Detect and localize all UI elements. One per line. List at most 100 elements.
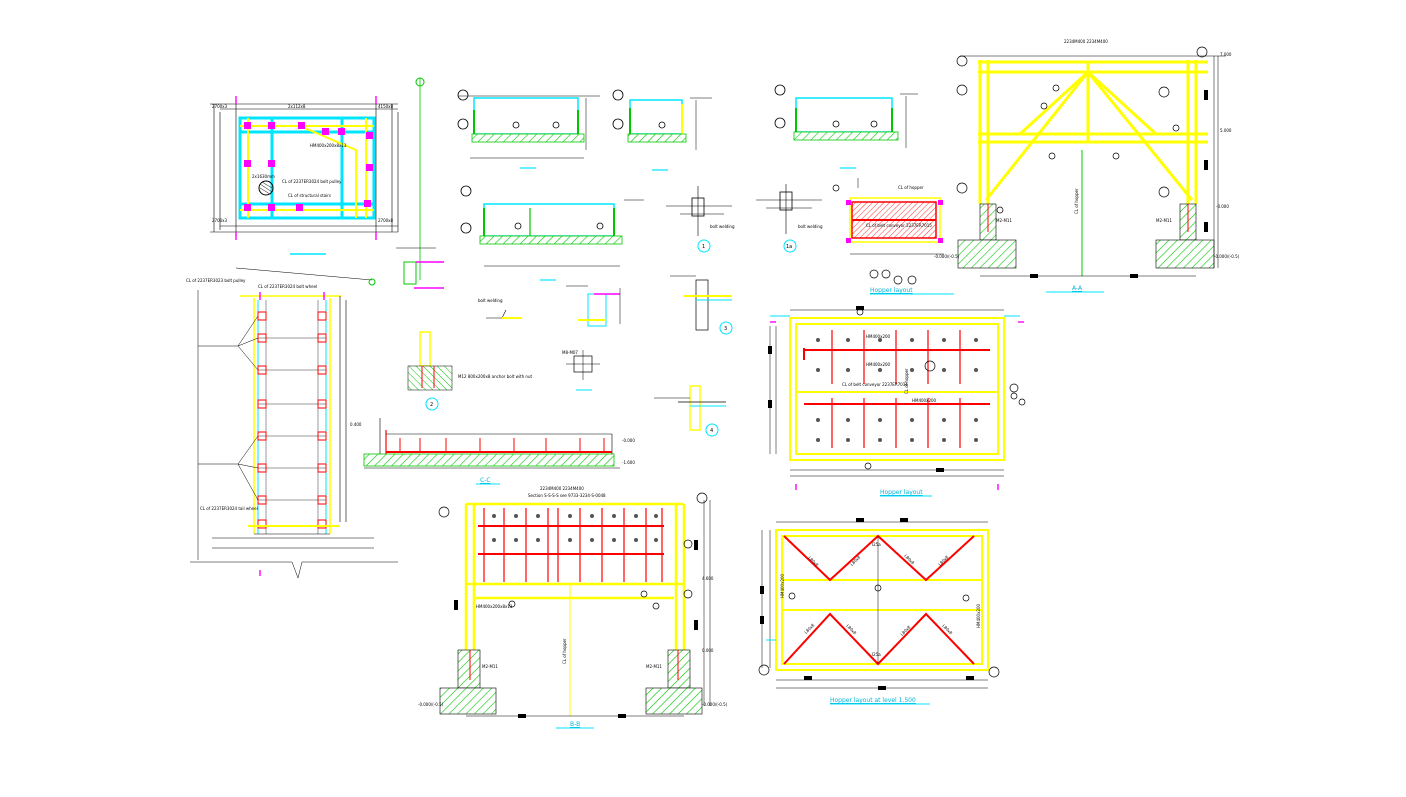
- detail-3-label: 3: [724, 326, 727, 332]
- section-aa-bolt-right: M2-M11: [1156, 218, 1172, 223]
- section-aa-rl-low: -0.000: [1216, 204, 1229, 209]
- section-aa-rl-mid: 5.000: [1220, 128, 1232, 133]
- elevation-view: CL of 2237ER3023 bolt pulley CL of 2237E…: [186, 278, 398, 579]
- hopper-level-layout: L80x8 L80x8 L80x8 L80x8 L80x8 L80x8 L80x…: [758, 518, 1000, 705]
- detail-4: 4: [654, 385, 726, 437]
- hopper-layout-center-note: CL of hopper: [904, 368, 909, 394]
- top-section-4: [460, 185, 644, 281]
- top-section-2: [612, 89, 712, 171]
- hopper-level-beam-bot: I25a: [872, 652, 881, 657]
- plan-dim-bot-left: 2700x3: [212, 218, 228, 223]
- hopper-layout-beam2: HM400x200: [866, 362, 891, 367]
- detail-3: 3: [670, 275, 733, 335]
- hopper-level-beam-top: I25a: [872, 542, 881, 547]
- section-bb-title: B-B: [570, 721, 580, 728]
- detail-pad-label: M8-M07: [562, 350, 578, 355]
- section-bb-rl-top: 4.600: [702, 576, 714, 581]
- hopper-level-brace6: L80x8: [845, 623, 858, 636]
- plan-view: 2700x3 2x112x8 4150x8 2700x3 2700x8 CL o…: [210, 77, 425, 286]
- plan-beam-label: HM400x200x8x13: [310, 143, 347, 148]
- section-bb-bolt-left: M2-M11: [482, 664, 498, 669]
- detail-pad: M8-M07: [562, 350, 600, 391]
- section-aa: 2234M400 2234M400 7.000 5.000 -0.000 CL …: [934, 39, 1240, 293]
- section-cc-rl-left: 0.400: [350, 422, 362, 427]
- section-bb-bolt-right: M2-M11: [646, 664, 662, 669]
- plan-columns: [244, 122, 373, 211]
- plan-side-note: CL of structural stairs: [288, 193, 331, 198]
- detail-1a-weld-note: bolt welding: [798, 224, 823, 229]
- section-bb: 2234M400 2234M400 Section S-S-S-S see 97…: [418, 486, 728, 729]
- detail-3-bubble: [719, 321, 733, 335]
- hopper-layout-belt-note: CL of belt conveyor 2237ER7014: [842, 382, 908, 387]
- elevation-note-top: CL of 2237ER3023 bolt pulley: [186, 278, 246, 283]
- detail-small-a: [396, 247, 444, 289]
- hopper-layout: HM400x200 HM400x200 CL of belt conveyor …: [768, 306, 1026, 497]
- section-bb-beam-note: HM400x200x8x13: [476, 604, 513, 609]
- plan-center-note: CL of 2237ER3024 bolt pulley: [282, 179, 342, 184]
- detail-2-bubble: [425, 397, 439, 411]
- hopper-layout-beam1: HM400x200: [866, 334, 891, 339]
- detail-2-label: 2: [430, 402, 433, 408]
- detail-2: 2 M12 800x200x8 anchor bolt with nut: [407, 331, 532, 411]
- section-cc-title: C-C: [480, 477, 491, 484]
- detail-1a: 1a bolt welding: [756, 184, 823, 253]
- plan-ticks: [235, 96, 377, 255]
- section-aa-pad-left: -0.000/(-0.5): [934, 254, 960, 259]
- detail-1-bubble: [697, 239, 711, 253]
- detail-1a-bubble: [783, 239, 797, 253]
- plan-dim-top-left: 2700x3: [212, 104, 228, 109]
- detail-1-label: 1: [702, 244, 705, 250]
- section-aa-top-dim: 2234M400 2234M400: [1064, 39, 1108, 44]
- hopper-small-note-mid: CL of belt conveyor 2237ER7015: [866, 223, 932, 228]
- plan-pulley-hatch: [259, 181, 273, 195]
- hopper-level-brace2: L80x8: [849, 554, 862, 567]
- hopper-small-note-top: CL of hopper: [898, 185, 924, 190]
- section-bb-top-label: 2234M400 2234M400: [540, 486, 584, 491]
- hopper-level-brace8: L80x8: [941, 623, 954, 636]
- plan-frame-cyan: [238, 116, 376, 220]
- plan-dimension-lines: [210, 98, 399, 238]
- hopper-level-beam-mid2: HM400x200: [976, 603, 981, 628]
- detail-1: 1 bolt welding: [666, 186, 735, 253]
- hopper-small: CL of hopper CL of belt conveyor 2237ER7…: [832, 178, 954, 295]
- detail-weld-note: bolt welding: [478, 298, 503, 303]
- plan-centerline-h: [235, 267, 373, 281]
- hopper-layout-title: Hopper layout: [880, 489, 923, 496]
- detail-small-b: [566, 285, 621, 327]
- section-aa-title: A-A: [1072, 285, 1083, 292]
- hopper-layout-beam3: HM400x200: [912, 398, 937, 403]
- detail-base-note: M12 800x200x8 anchor bolt with nut: [458, 374, 532, 379]
- elevation-note-bottom: CL of 2237ER3024 tail wheel: [200, 506, 258, 511]
- hopper-level-title: Hopper layout at level 1.500: [830, 697, 916, 704]
- section-aa-center-note: CL of hopper: [1074, 188, 1079, 214]
- section-bb-top-label2: Section S-S-S-S see 9733-3234-S-0048: [528, 493, 606, 498]
- section-bb-center-note: CL of hopper: [562, 638, 567, 664]
- section-bb-pad-left: -0.000/(-0.5): [418, 702, 444, 707]
- section-cc-rl-low: -1.600: [622, 460, 635, 465]
- plan-grid-bubble-2: [368, 278, 376, 286]
- plan-dim-top-mid: 2x112x8: [288, 104, 306, 109]
- plan-hole-label: 2x1630mm: [252, 174, 275, 179]
- detail-4-label: 4: [710, 428, 713, 434]
- detail-4-bubble: [705, 423, 719, 437]
- section-bb-pad-right: -0.000/(-0.5): [702, 702, 728, 707]
- detail-weld-a: bolt welding: [478, 298, 522, 319]
- elevation-note-top2: CL of 2237ER3024 bolt wheel: [258, 284, 317, 289]
- section-aa-bolt-left: M2-M11: [996, 218, 1012, 223]
- plan-dim-bot-right: 2700x8: [378, 218, 394, 223]
- hopper-level-beam-mid: HM400x200: [780, 573, 785, 598]
- section-aa-rl-top: 7.000: [1220, 52, 1232, 57]
- plan-pulley-hole: [258, 180, 274, 196]
- top-section-1: [457, 89, 600, 169]
- top-section-3: [774, 84, 918, 169]
- detail-1a-label: 1a: [786, 244, 792, 250]
- section-aa-pad-right: -0.000/(-0.5): [1214, 254, 1240, 259]
- section-bb-rl-mid: 0.000: [702, 648, 714, 653]
- section-cc-rl-right: -0.000: [622, 438, 635, 443]
- plan-dim-top-right: 4150x8: [378, 104, 394, 109]
- section-cc: 0.400 -0.000 -1.600 C-C: [350, 418, 635, 485]
- hopper-small-title: Hopper layout: [870, 287, 913, 294]
- detail-1-weld-note: bolt welding: [710, 224, 735, 229]
- plan-grid-bubble: [415, 77, 425, 87]
